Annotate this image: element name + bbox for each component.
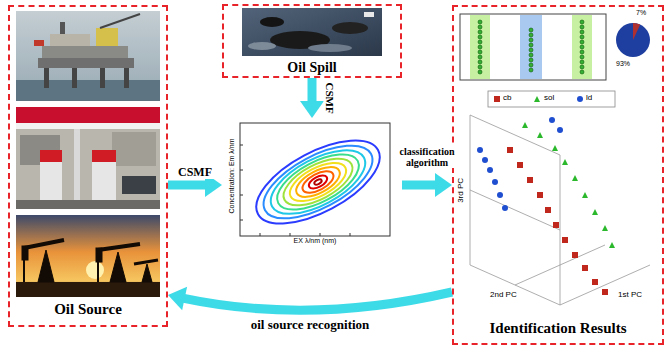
contour-plot-box: Concentration: Em λ/nm EX λ/nm (nm) [222, 118, 402, 250]
oil-spill-photo [242, 8, 382, 56]
gas-station-photo [16, 107, 160, 209]
axis-label: 7% [636, 9, 646, 17]
node-title: Identification Results [452, 320, 664, 337]
edge-label: CSMF [324, 80, 336, 115]
platform-photo [16, 11, 160, 101]
pumpjack-photo [16, 215, 160, 297]
flow-arrow [168, 287, 452, 310]
legend-label: ld [586, 94, 592, 103]
axis-label: Concentration: Em λ/nm [228, 120, 236, 232]
axis-label: 93% [616, 60, 630, 68]
spill-panel: Oil Spill [222, 4, 402, 78]
legend-label: sol [544, 94, 554, 103]
flow-arrow [402, 173, 452, 197]
axis-label: 2nd PC [490, 291, 517, 300]
flow-arrow [300, 78, 324, 118]
node-title: EX λ/nm (nm) [240, 237, 390, 245]
edge-label: classification algorithm [392, 146, 462, 168]
dot-chart [460, 14, 606, 80]
contour-plot [240, 123, 392, 240]
node-title: Oil Spill [222, 60, 402, 76]
legend-markers [488, 91, 615, 107]
pca-scatter [470, 115, 650, 305]
source-panel: Oil Source [8, 5, 168, 327]
legend-label: cb [503, 94, 511, 103]
pie-chart [616, 23, 650, 57]
axis-label: 3rd PC [457, 178, 466, 203]
edge-label: CSMF [176, 166, 214, 179]
edge-label: oil source recognition [249, 318, 372, 332]
node-title: Oil Source [8, 301, 168, 318]
axis-label: 1st PC [618, 291, 642, 300]
